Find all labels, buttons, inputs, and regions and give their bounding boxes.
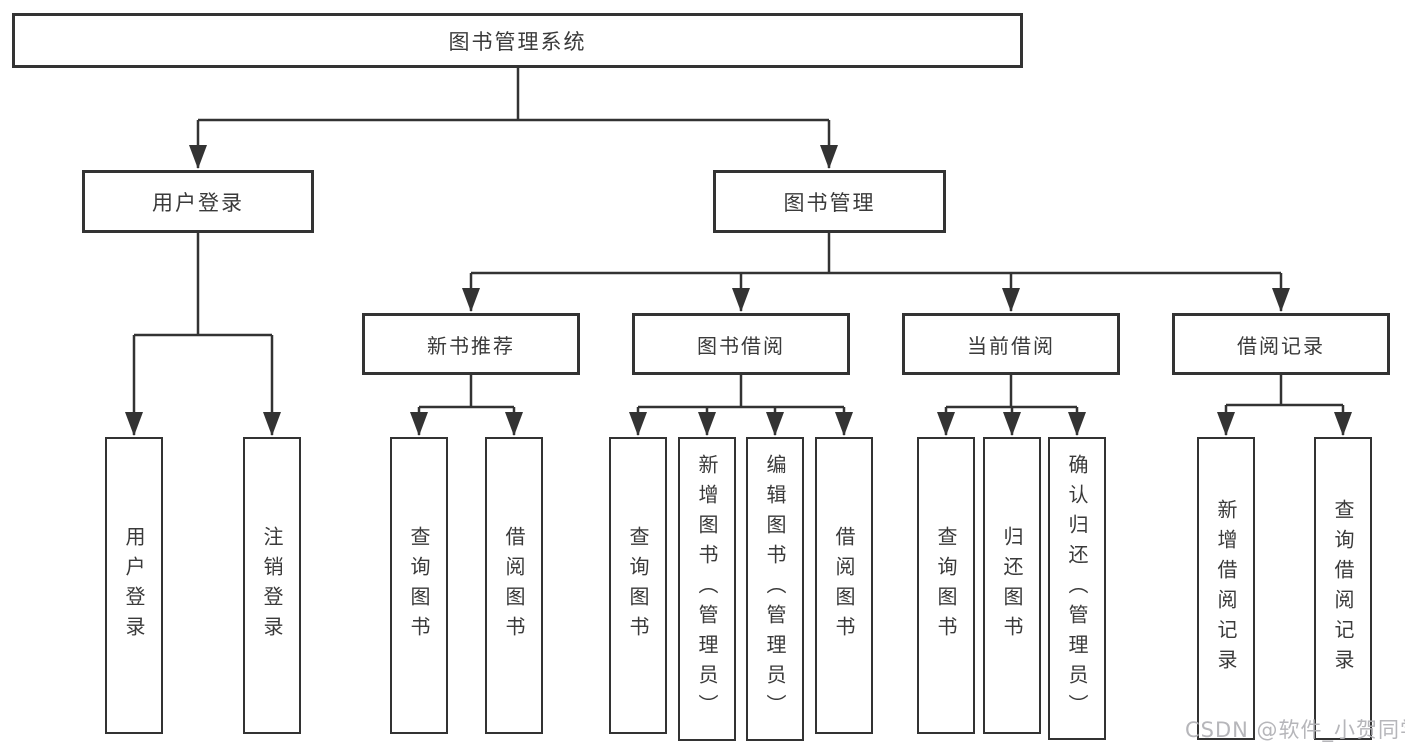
node-root-system: 图书管理系统: [12, 13, 1023, 68]
node-user-login: 用户登录: [82, 170, 314, 233]
leaf-recommend-borrow-books-label: 借阅图书: [502, 525, 526, 646]
leaf-borrow-edit-books-admin: 编辑图书（管理员）: [746, 437, 804, 741]
leaf-recommend-query-books: 查询图书: [390, 437, 448, 734]
leaf-current-query-books-label: 查询图书: [934, 525, 958, 646]
leaf-borrow-edit-books-admin-label: 编辑图书（管理员）: [763, 454, 787, 724]
node-borrow-records: 借阅记录: [1172, 313, 1390, 375]
node-current-borrow: 当前借阅: [902, 313, 1120, 375]
leaf-borrow-add-books-admin: 新增图书（管理员）: [678, 437, 736, 741]
leaf-borrow-query-books-label: 查询图书: [626, 525, 650, 646]
leaf-records-query-record-label: 查询借阅记录: [1331, 498, 1355, 679]
node-book-borrow: 图书借阅: [632, 313, 850, 375]
leaf-recommend-borrow-books: 借阅图书: [485, 437, 543, 734]
leaf-records-add-record: 新增借阅记录: [1197, 437, 1255, 740]
node-new-book-recommend: 新书推荐: [362, 313, 580, 375]
leaf-current-query-books: 查询图书: [917, 437, 975, 734]
leaf-recommend-query-books-label: 查询图书: [407, 525, 431, 646]
leaf-current-confirm-return-admin: 确认归还（管理员）: [1048, 437, 1106, 740]
node-book-management: 图书管理: [713, 170, 946, 233]
leaf-logout: 注销登录: [243, 437, 301, 734]
leaf-borrow-borrow-books-label: 借阅图书: [832, 525, 856, 646]
leaf-user-login: 用户登录: [105, 437, 163, 734]
leaf-records-query-record: 查询借阅记录: [1314, 437, 1372, 740]
leaf-borrow-borrow-books: 借阅图书: [815, 437, 873, 734]
connector-group: [125, 68, 1352, 436]
leaf-user-login-label: 用户登录: [122, 525, 146, 646]
leaf-current-return-books-label: 归还图书: [1000, 525, 1024, 646]
leaf-logout-label: 注销登录: [260, 525, 284, 646]
leaf-borrow-query-books: 查询图书: [609, 437, 667, 734]
leaf-records-add-record-label: 新增借阅记录: [1214, 498, 1238, 679]
csdn-watermark: CSDN @软件_小贺同学: [1185, 718, 1405, 742]
leaf-current-return-books: 归还图书: [983, 437, 1041, 734]
leaf-borrow-add-books-admin-label: 新增图书（管理员）: [695, 454, 719, 724]
leaf-current-confirm-return-admin-label: 确认归还（管理员）: [1065, 453, 1089, 724]
